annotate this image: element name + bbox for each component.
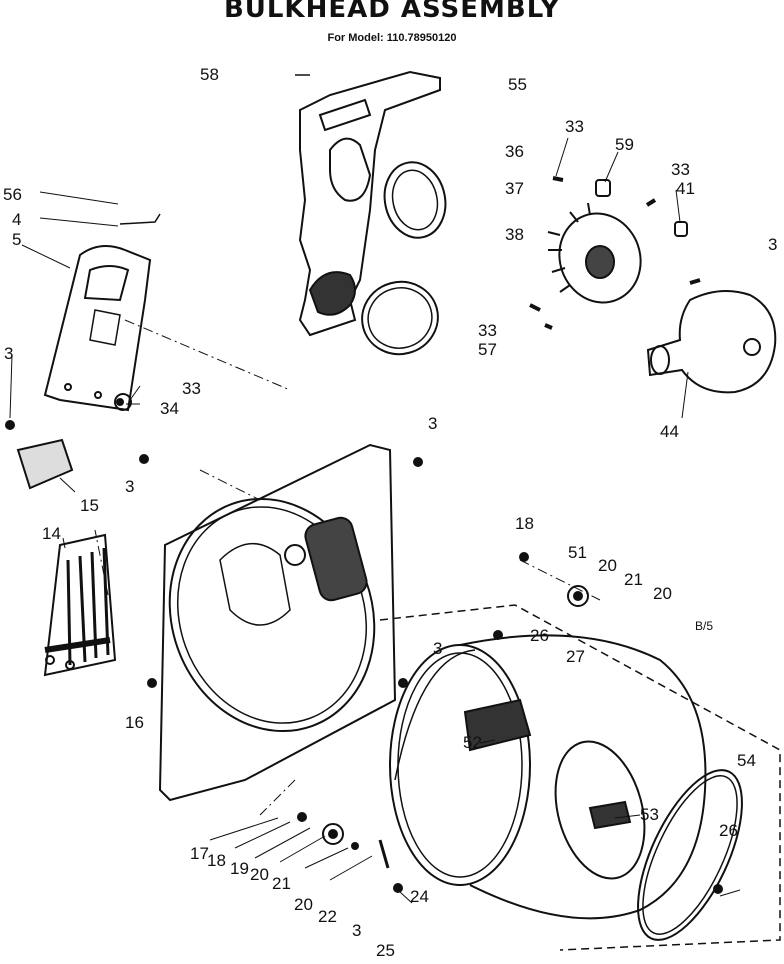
- drum-baffle: [463, 698, 532, 752]
- callout-41: 41: [676, 179, 695, 198]
- callout-37: 37: [505, 179, 524, 198]
- callout-21: 21: [272, 874, 291, 893]
- callout-3: 3: [125, 477, 135, 496]
- callout-21: 21: [624, 570, 643, 589]
- callout-14: 14: [42, 524, 61, 543]
- callout-15: 15: [80, 496, 99, 515]
- callout-27: 27: [566, 647, 585, 666]
- lint-screen: [588, 800, 632, 830]
- blower-gasket: [383, 161, 447, 239]
- leader-lines: [94, 319, 601, 816]
- duct-hose-clamp: [114, 393, 132, 411]
- callout-3: 3: [768, 235, 778, 254]
- callout-20: 20: [294, 895, 313, 914]
- callout-58: 58: [200, 65, 219, 84]
- callout-26: 26: [719, 821, 738, 840]
- callout-5: 5: [12, 230, 22, 249]
- blower-seal: [361, 280, 439, 356]
- callout-54: 54: [737, 751, 756, 770]
- heater-element: [43, 533, 117, 677]
- duct-spring: [119, 213, 161, 225]
- callout-18: 18: [515, 514, 534, 533]
- callout-36: 36: [505, 142, 524, 161]
- callout-22: 22: [318, 907, 337, 926]
- callout-24: 24: [410, 887, 429, 906]
- callout-3: 3: [4, 344, 14, 363]
- idler-parts: [5, 420, 723, 894]
- blower-housing: [295, 70, 441, 337]
- callout-53: 53: [640, 805, 659, 824]
- diagram-title: BULKHEAD ASSEMBLY: [223, 0, 561, 24]
- callout-3: 3: [352, 921, 362, 940]
- callout-59: 59: [615, 135, 634, 154]
- callout-51: 51: [568, 543, 587, 562]
- heater-duct: [43, 245, 152, 412]
- callout-16: 16: [125, 713, 144, 732]
- blower-motor-housing: [646, 290, 777, 394]
- callout-3: 3: [433, 639, 443, 658]
- drum-seal: [637, 769, 743, 941]
- callout-20: 20: [653, 584, 672, 603]
- callout-52: 52: [463, 733, 482, 752]
- callout-38: 38: [505, 225, 524, 244]
- callout-4: 4: [12, 210, 22, 229]
- callout-25: 25: [376, 941, 395, 960]
- callout-55: 55: [508, 75, 527, 94]
- front-bulkhead: [158, 443, 397, 802]
- callout-56: 56: [3, 185, 22, 204]
- callout-33: 33: [565, 117, 584, 136]
- fasteners-right: [529, 176, 701, 330]
- callout-33: 33: [671, 160, 690, 179]
- callout-44: 44: [660, 422, 679, 441]
- callout-3: 3: [428, 414, 438, 433]
- heater-box: [16, 438, 74, 490]
- callout-20: 20: [598, 556, 617, 575]
- callout-18: 18: [207, 851, 226, 870]
- callout-57: 57: [478, 340, 497, 359]
- model-number: For Model: 110.78950120: [327, 32, 457, 44]
- pointer-lines: [9, 137, 741, 904]
- corner-note: B/5: [695, 619, 714, 633]
- callout-26: 26: [530, 626, 549, 645]
- callout-20: 20: [250, 865, 269, 884]
- blower-wheel: [547, 202, 642, 304]
- callout-17: 17: [190, 844, 209, 863]
- callout-19: 19: [230, 859, 249, 878]
- callout-34: 34: [160, 399, 179, 418]
- callout-33: 33: [182, 379, 201, 398]
- callout-33: 33: [478, 321, 497, 340]
- drum: [389, 634, 707, 920]
